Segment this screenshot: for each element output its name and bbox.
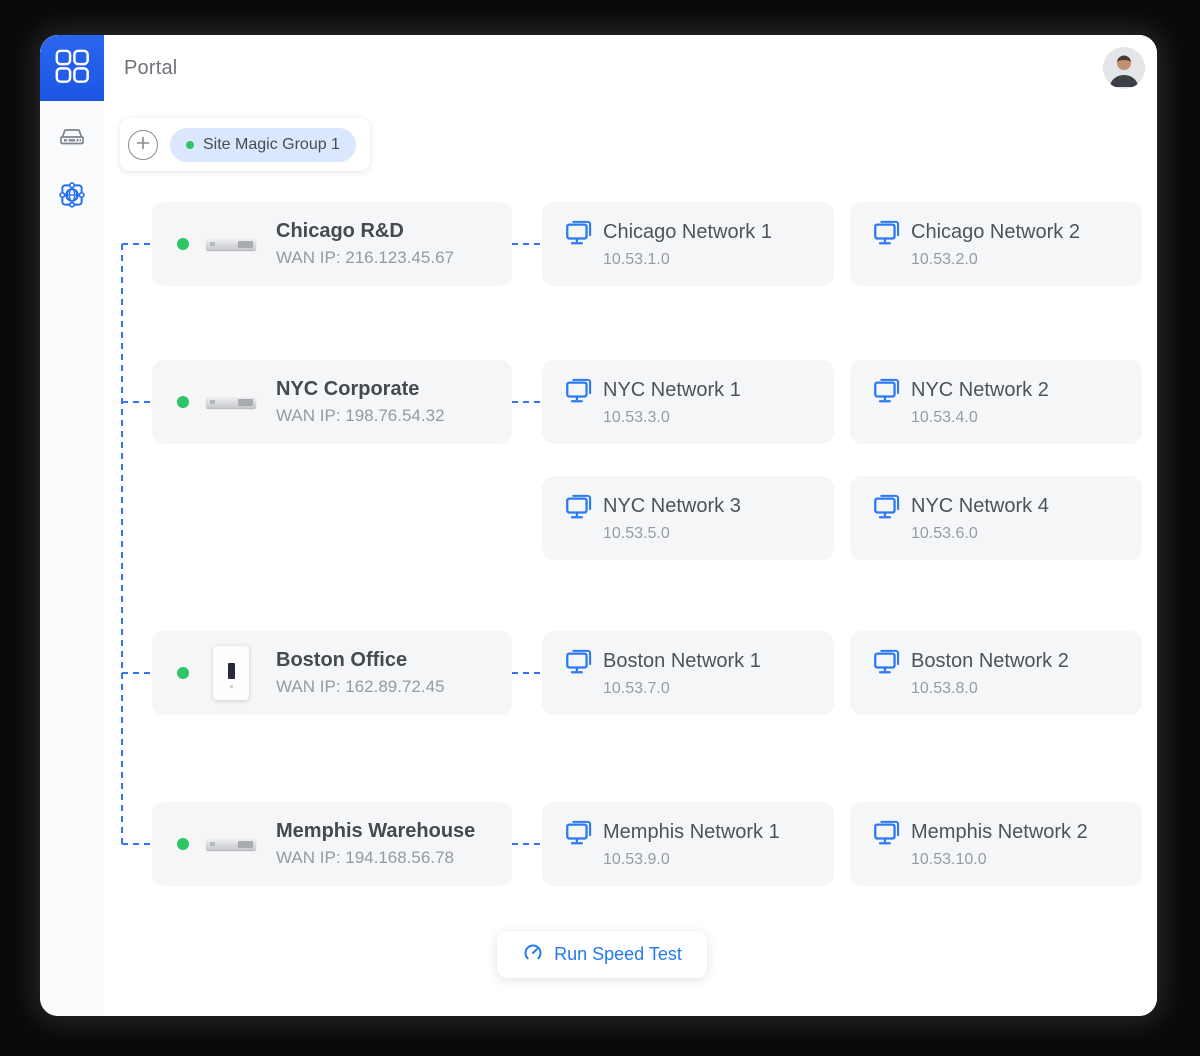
virtual-network-monitor-icon (566, 649, 594, 680)
connector-stub-left-3 (122, 672, 152, 674)
network-subnet: 10.53.10.0 (911, 851, 987, 868)
sidebar (40, 101, 105, 1016)
network-subnet: 10.53.3.0 (603, 409, 670, 426)
site-name: Chicago R&D (276, 220, 404, 242)
network-subnet: 10.53.9.0 (603, 851, 670, 868)
virtual-network-monitor-icon (874, 494, 902, 525)
speedometer-icon (522, 942, 544, 967)
connector-stub-right-1 (512, 243, 542, 245)
run-speed-test-button[interactable]: Run Speed Test (497, 931, 707, 978)
virtual-network-monitor-icon (566, 220, 594, 251)
app-launcher-tile[interactable] (40, 35, 104, 101)
connector-stub-right-3 (512, 672, 542, 674)
group-chip-site-magic-group-1[interactable]: Site Magic Group 1 (170, 127, 356, 162)
site-wan-ip: WAN IP: 198.76.54.32 (276, 406, 445, 425)
network-card[interactable]: Boston Network 2 10.53.8.0 (850, 631, 1142, 715)
site-name: Boston Office (276, 649, 408, 671)
network-name: NYC Network 2 (911, 379, 1049, 401)
connector-stub-left-2 (122, 401, 152, 403)
network-card[interactable]: NYC Network 4 10.53.6.0 (850, 476, 1142, 560)
network-subnet: 10.53.7.0 (603, 680, 670, 697)
network-subnet: 10.53.5.0 (603, 525, 670, 542)
grid-tiles-icon (53, 47, 91, 90)
network-name: NYC Network 3 (603, 495, 741, 517)
virtual-network-monitor-icon (874, 649, 902, 680)
network-card[interactable]: Memphis Network 2 10.53.10.0 (850, 802, 1142, 886)
network-subnet: 10.53.2.0 (911, 251, 978, 268)
site-status-dot (177, 396, 189, 408)
header-bar: Portal (40, 35, 1157, 102)
connector-stub-right-4 (512, 843, 542, 845)
network-subnet: 10.53.6.0 (911, 525, 978, 542)
rack-gateway-device-image (199, 396, 263, 408)
group-status-dot (186, 140, 194, 149)
network-subnet: 10.53.8.0 (911, 680, 978, 697)
network-card[interactable]: Chicago Network 1 10.53.1.0 (542, 202, 834, 286)
connector-stub-left-1 (122, 243, 152, 245)
network-card[interactable]: NYC Network 1 10.53.3.0 (542, 360, 834, 444)
network-name: Boston Network 2 (911, 650, 1069, 672)
site-status-dot (177, 238, 189, 250)
network-card[interactable]: Memphis Network 1 10.53.9.0 (542, 802, 834, 886)
add-group-button[interactable] (128, 129, 158, 160)
site-wan-ip: WAN IP: 216.123.45.67 (276, 248, 454, 267)
site-card-nyc[interactable]: NYC Corporate WAN IP: 198.76.54.32 (152, 360, 512, 444)
wall-gateway-device-image (199, 646, 263, 700)
virtual-network-monitor-icon (566, 494, 594, 525)
network-name: Boston Network 1 (603, 650, 761, 672)
site-wan-ip: WAN IP: 162.89.72.45 (276, 677, 445, 696)
plus-icon (136, 136, 150, 153)
virtual-network-monitor-icon (566, 378, 594, 409)
sidebar-item-devices[interactable] (52, 118, 92, 158)
site-name: Memphis Warehouse (276, 820, 476, 842)
network-name: Memphis Network 2 (911, 821, 1088, 843)
virtual-network-monitor-icon (874, 220, 902, 251)
site-wan-ip: WAN IP: 194.168.56.78 (276, 848, 454, 867)
page-title: Portal (124, 56, 178, 79)
rack-gateway-device-image (199, 838, 263, 850)
site-status-dot (177, 667, 189, 679)
virtual-network-monitor-icon (874, 378, 902, 409)
site-card-memphis[interactable]: Memphis Warehouse WAN IP: 194.168.56.78 (152, 802, 512, 886)
network-card[interactable]: NYC Network 2 10.53.4.0 (850, 360, 1142, 444)
connector-stub-right-2 (512, 401, 542, 403)
globe-frame-icon (57, 180, 87, 215)
site-name: NYC Corporate (276, 378, 420, 400)
connector-stub-left-4 (122, 843, 152, 845)
connector-trunk (121, 244, 123, 846)
run-speed-test-label: Run Speed Test (554, 944, 682, 964)
network-name: NYC Network 1 (603, 379, 741, 401)
network-name: NYC Network 4 (911, 495, 1049, 517)
network-card[interactable]: NYC Network 3 10.53.5.0 (542, 476, 834, 560)
app-window: Portal (40, 35, 1157, 1016)
network-name: Memphis Network 1 (603, 821, 780, 843)
sidebar-item-site-magic[interactable] (52, 177, 92, 217)
group-chip-label: Site Magic Group 1 (203, 135, 340, 153)
network-name: Chicago Network 1 (603, 221, 772, 243)
rack-gateway-device-image (199, 238, 263, 250)
network-name: Chicago Network 2 (911, 221, 1080, 243)
network-subnet: 10.53.4.0 (911, 409, 978, 426)
user-avatar[interactable] (1103, 47, 1145, 89)
virtual-network-monitor-icon (874, 820, 902, 851)
gateway-device-icon (57, 124, 87, 153)
site-status-dot (177, 838, 189, 850)
site-card-chicago[interactable]: Chicago R&D WAN IP: 216.123.45.67 (152, 202, 512, 286)
group-bar: Site Magic Group 1 (120, 118, 370, 171)
main-content: Site Magic Group 1 Chicago R&D WAN IP: 2… (104, 101, 1157, 1016)
virtual-network-monitor-icon (566, 820, 594, 851)
network-card[interactable]: Boston Network 1 10.53.7.0 (542, 631, 834, 715)
network-card[interactable]: Chicago Network 2 10.53.2.0 (850, 202, 1142, 286)
network-subnet: 10.53.1.0 (603, 251, 670, 268)
site-card-boston[interactable]: Boston Office WAN IP: 162.89.72.45 (152, 631, 512, 715)
